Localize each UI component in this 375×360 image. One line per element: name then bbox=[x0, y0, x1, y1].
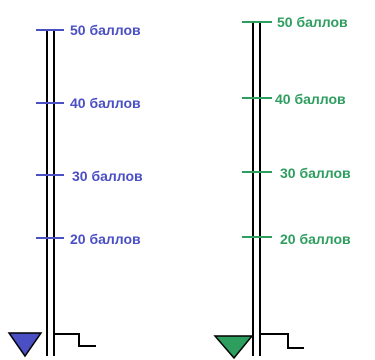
tick-label: 30 баллов bbox=[280, 165, 351, 181]
scale-green: 50 баллов 40 баллов 30 баллов 20 баллов bbox=[213, 14, 351, 360]
tick-label: 40 баллов bbox=[275, 91, 346, 107]
scale-tick: 50 баллов bbox=[36, 22, 141, 38]
scale-base-connector bbox=[260, 333, 304, 349]
scale-base-connector bbox=[54, 333, 96, 347]
scale-tick: 30 баллов bbox=[242, 165, 351, 181]
scale-tick: 40 баллов bbox=[36, 95, 141, 111]
scale-tick: 50 баллов bbox=[242, 14, 348, 30]
tick-label: 40 баллов bbox=[70, 95, 141, 111]
scale-tick: 20 баллов bbox=[36, 231, 141, 247]
scale-blue: 50 баллов 40 баллов 30 баллов 20 баллов bbox=[7, 22, 143, 358]
scale-tick: 30 баллов bbox=[36, 168, 143, 184]
level-marker-icon bbox=[7, 332, 43, 358]
tick-label: 20 баллов bbox=[70, 231, 141, 247]
tick-label: 20 баллов bbox=[280, 231, 351, 247]
level-marker-icon bbox=[213, 335, 254, 360]
tick-label: 50 баллов bbox=[70, 22, 141, 38]
scale-tick: 40 баллов bbox=[242, 91, 346, 107]
tick-label: 30 баллов bbox=[72, 168, 143, 184]
scale-tick: 20 баллов bbox=[242, 231, 351, 247]
tick-label: 50 баллов bbox=[277, 14, 348, 30]
